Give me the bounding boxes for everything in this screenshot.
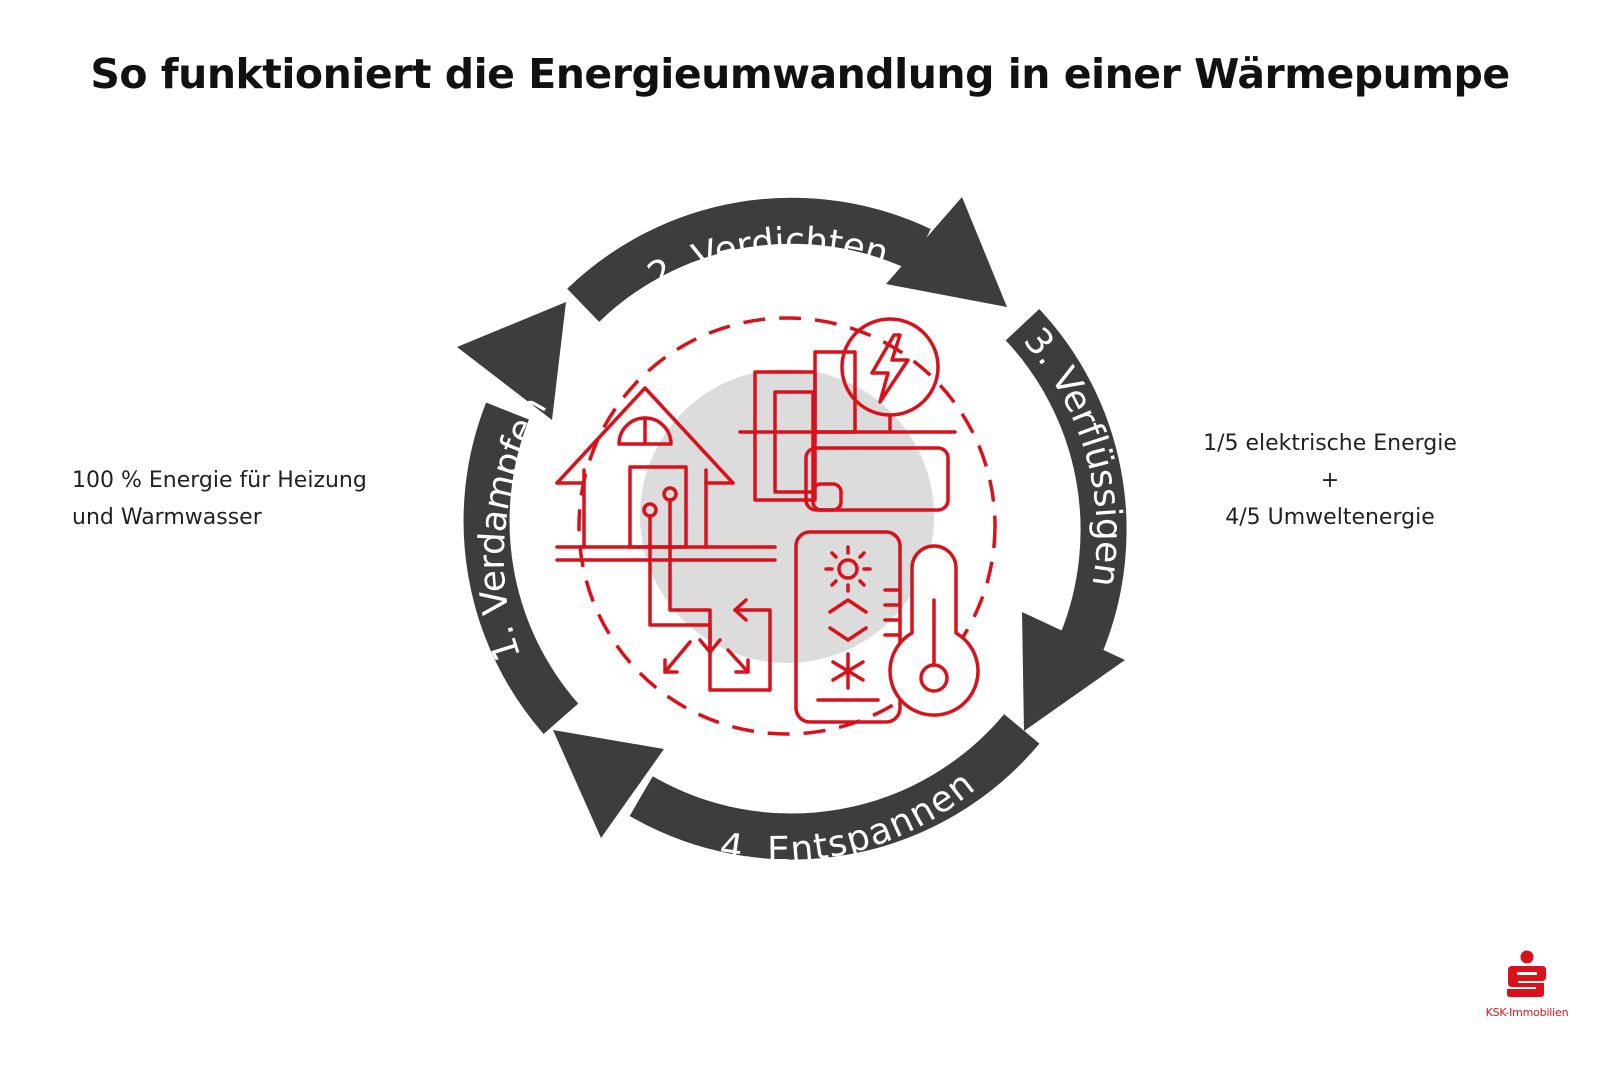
right-note: 1/5 elektrische Energie + 4/5 Umweltener… xyxy=(1175,425,1485,536)
right-note-line: 1/5 elektrische Energie xyxy=(1203,431,1457,456)
arc-verdampfen xyxy=(463,402,579,734)
arc-verfluessigen xyxy=(1005,308,1127,650)
control-panel-icon xyxy=(794,530,902,724)
heat-pump-unit-icon xyxy=(738,350,957,512)
arrow-head xyxy=(1022,612,1125,731)
left-note: 100 % Energie für Heizung und Warmwasser xyxy=(72,462,452,536)
logo-caption: KSK-Immobilien xyxy=(1485,1006,1569,1019)
arc-verdichten xyxy=(567,197,931,322)
right-note-line: + xyxy=(1320,468,1340,493)
snowflake-icon xyxy=(831,652,865,690)
arrow-head xyxy=(553,730,664,838)
center-disc xyxy=(640,369,934,663)
house-icon xyxy=(555,386,777,562)
lightning-icon xyxy=(840,317,940,434)
left-note-line: 100 % Energie für Heizung xyxy=(72,468,367,493)
sparkasse-logo-icon xyxy=(1507,950,1546,997)
thermometer-icon xyxy=(888,544,980,717)
arc-entspannen xyxy=(629,714,1040,860)
right-note-line: 4/5 Umweltenergie xyxy=(1225,505,1435,530)
sun-icon xyxy=(824,545,872,593)
left-note-line: und Warmwasser xyxy=(72,505,262,530)
arrow-head xyxy=(457,302,566,420)
dashed-orbit xyxy=(577,316,997,736)
arrow-head xyxy=(886,197,1007,307)
heat-exchange-pipes-icon xyxy=(642,486,772,692)
cycle-arcs xyxy=(463,197,1127,860)
logo: KSK-Immobilien xyxy=(1472,950,1582,1019)
diagram-title: So funktioniert die Energieumwandlung in… xyxy=(90,50,1510,98)
arrow-heads xyxy=(457,197,1125,838)
